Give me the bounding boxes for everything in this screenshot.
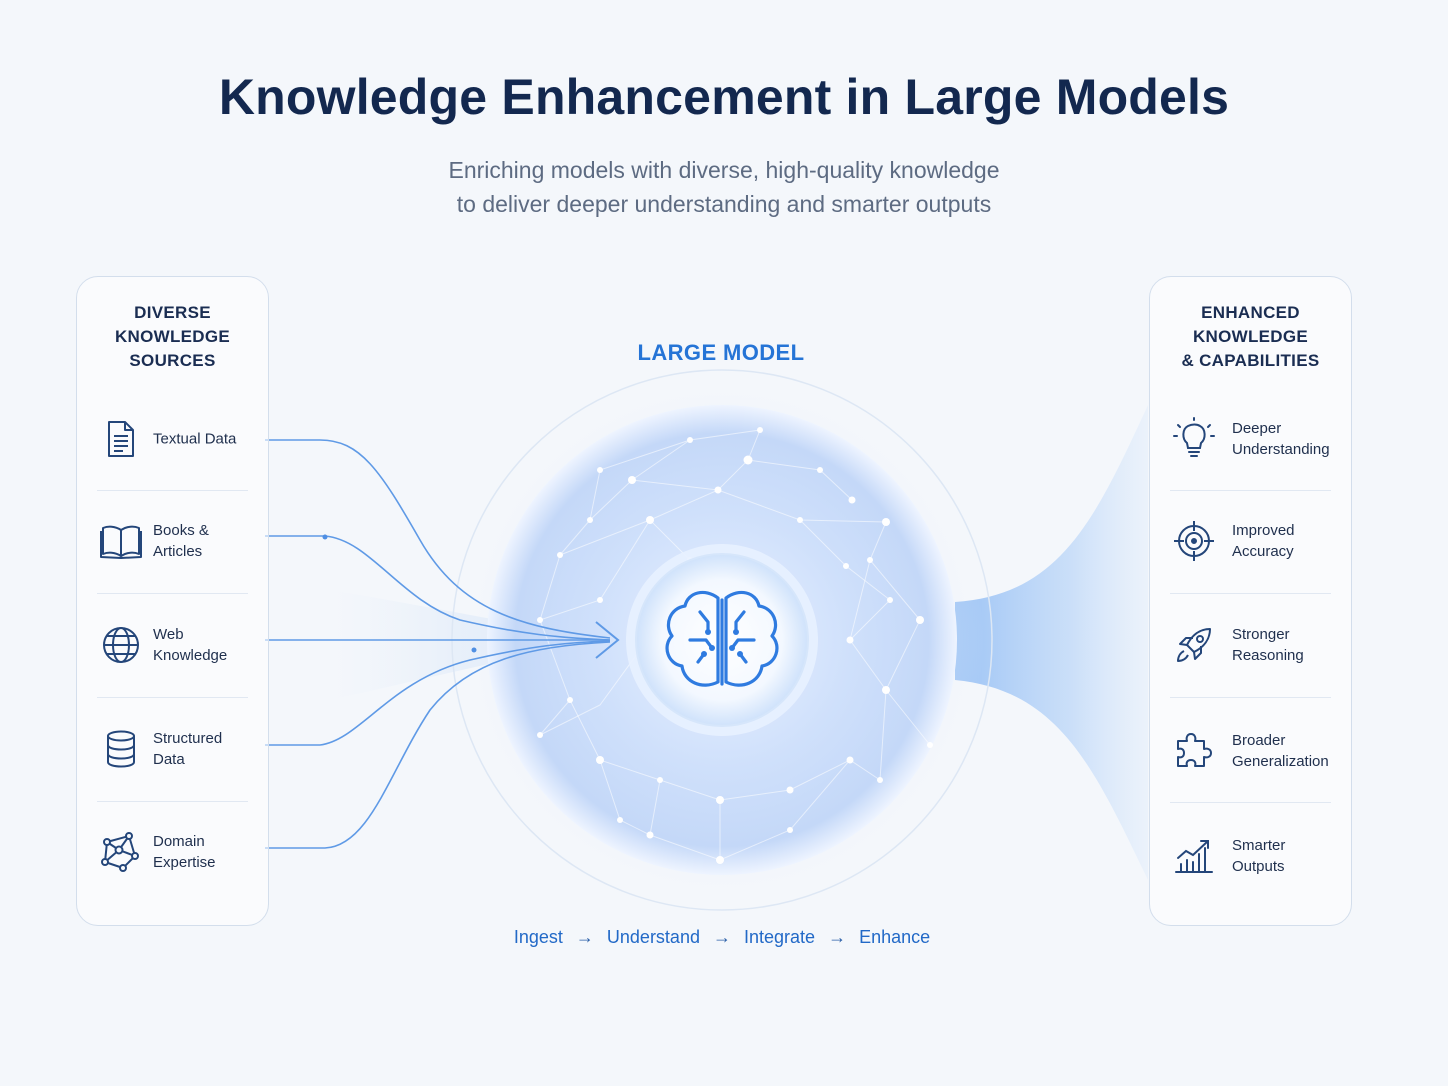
- source-label: Books & Articles: [153, 520, 263, 562]
- divider: [1170, 593, 1331, 594]
- capability-smarter-outputs: Smarter Outputs: [1150, 804, 1351, 908]
- rocket-icon: [1177, 628, 1211, 662]
- book-icon: [100, 525, 142, 559]
- connector-domain: [265, 641, 611, 849]
- source-label-line: Domain: [153, 833, 205, 850]
- page-subtitle: Enriching models with diverse, high-qual…: [0, 153, 1448, 221]
- source-label: Textual Data: [153, 429, 263, 450]
- capability-label-line: Outputs: [1232, 858, 1285, 875]
- divider: [1170, 490, 1331, 491]
- capability-label-line: Understanding: [1232, 441, 1330, 458]
- source-label-line: Structured: [153, 730, 223, 747]
- brain-circuit-icon: [665, 590, 779, 687]
- source-label-line: Data: [153, 751, 185, 768]
- flow-step-integrate: Integrate: [744, 927, 816, 947]
- panel-title-line: ENHANCED: [1201, 303, 1300, 322]
- capability-label: Smarter Outputs: [1232, 835, 1350, 877]
- capability-label-line: Deeper: [1232, 420, 1282, 437]
- flow-step-ingest: Ingest: [513, 927, 563, 947]
- divider: [97, 490, 248, 491]
- source-domain-expertise: Domain Expertise: [77, 800, 268, 904]
- panel-title-line: KNOWLEDGE: [1192, 327, 1309, 346]
- knowledge-sources-title: DIVERSE KNOWLEDGE SOURCES: [77, 301, 268, 373]
- flow-step-understand: Understand: [606, 927, 700, 947]
- source-label-line: Books &: [153, 522, 209, 539]
- subtitle-line-1: Enriching models with diverse, high-qual…: [448, 157, 1000, 183]
- capability-label-line: Improved: [1232, 522, 1295, 539]
- knowledge-sources-panel: DIVERSE KNOWLEDGE SOURCES Textual Data: [76, 276, 269, 926]
- flow-arrow-icon: →: [575, 927, 594, 947]
- capabilities-panel: ENHANCED KNOWLEDGE & CAPABILITIES Deeper…: [1149, 276, 1352, 926]
- growth-chart-icon: [1175, 840, 1213, 873]
- page-title: Knowledge Enhancement in Large Models: [218, 69, 1230, 125]
- source-books-articles: Books & Articles: [77, 489, 268, 593]
- panel-title-line: DIVERSE: [134, 303, 211, 322]
- flow-arrow-icon: →: [712, 927, 731, 947]
- source-label-line: Web: [153, 626, 184, 643]
- divider: [97, 593, 248, 594]
- capability-label-line: Generalization: [1232, 753, 1329, 770]
- capability-broader-generalization: Broader Generalization: [1150, 699, 1351, 803]
- capability-label: Improved Accuracy: [1232, 520, 1350, 562]
- source-textual-data: Textual Data: [77, 387, 268, 491]
- source-web-knowledge: Web Knowledge: [77, 593, 268, 697]
- source-label-line: Knowledge: [153, 647, 228, 664]
- process-flow: Ingest → Understand → Integrate → Enhanc…: [400, 927, 1044, 948]
- target-icon: [1174, 521, 1214, 561]
- source-label: Web Knowledge: [153, 624, 263, 666]
- database-icon: [107, 730, 135, 768]
- divider: [97, 801, 248, 802]
- flow-arrow-icon: →: [828, 927, 847, 947]
- capability-stronger-reasoning: Stronger Reasoning: [1150, 593, 1351, 697]
- subtitle-line-2: to deliver deeper understanding and smar…: [456, 191, 992, 217]
- divider: [1170, 802, 1331, 803]
- panel-title-line: SOURCES: [129, 351, 216, 370]
- capability-deeper-understanding: Deeper Understanding: [1150, 387, 1351, 491]
- input-arrowhead: [595, 621, 620, 659]
- flow-step-enhance: Enhance: [859, 927, 931, 947]
- panel-title-line: & CAPABILITIES: [1181, 351, 1320, 370]
- capability-improved-accuracy: Improved Accuracy: [1150, 489, 1351, 593]
- source-label-line: Textual Data: [153, 430, 237, 448]
- capability-label-line: Stronger: [1232, 626, 1290, 643]
- divider: [97, 697, 248, 698]
- globe-icon: [103, 627, 139, 663]
- network-icon: [101, 832, 139, 872]
- panel-title-line: KNOWLEDGE: [114, 327, 231, 346]
- capability-label-line: Broader: [1232, 732, 1286, 749]
- capability-label-line: Reasoning: [1232, 647, 1304, 664]
- capabilities-title: ENHANCED KNOWLEDGE & CAPABILITIES: [1150, 301, 1351, 373]
- capability-label: Stronger Reasoning: [1232, 624, 1350, 666]
- capability-label: Broader Generalization: [1232, 730, 1350, 772]
- connector-structured: [265, 640, 611, 746]
- lightbulb-icon: [1173, 417, 1215, 457]
- capability-label-line: Accuracy: [1232, 543, 1294, 560]
- source-label-line: Expertise: [153, 854, 216, 871]
- source-label-line: Articles: [153, 543, 203, 560]
- output-fan: [955, 405, 1148, 880]
- source-structured-data: Structured Data: [77, 697, 268, 801]
- divider: [1170, 697, 1331, 698]
- capability-label-line: Smarter: [1232, 837, 1286, 854]
- connector-books: [265, 535, 611, 641]
- source-label: Domain Expertise: [153, 831, 263, 873]
- puzzle-icon: [1177, 733, 1212, 767]
- large-model-title: LARGE MODEL: [637, 340, 805, 365]
- connector-textual: [265, 439, 611, 639]
- document-icon: [108, 421, 134, 457]
- capability-label: Deeper Understanding: [1232, 418, 1350, 460]
- source-label: Structured Data: [153, 728, 263, 770]
